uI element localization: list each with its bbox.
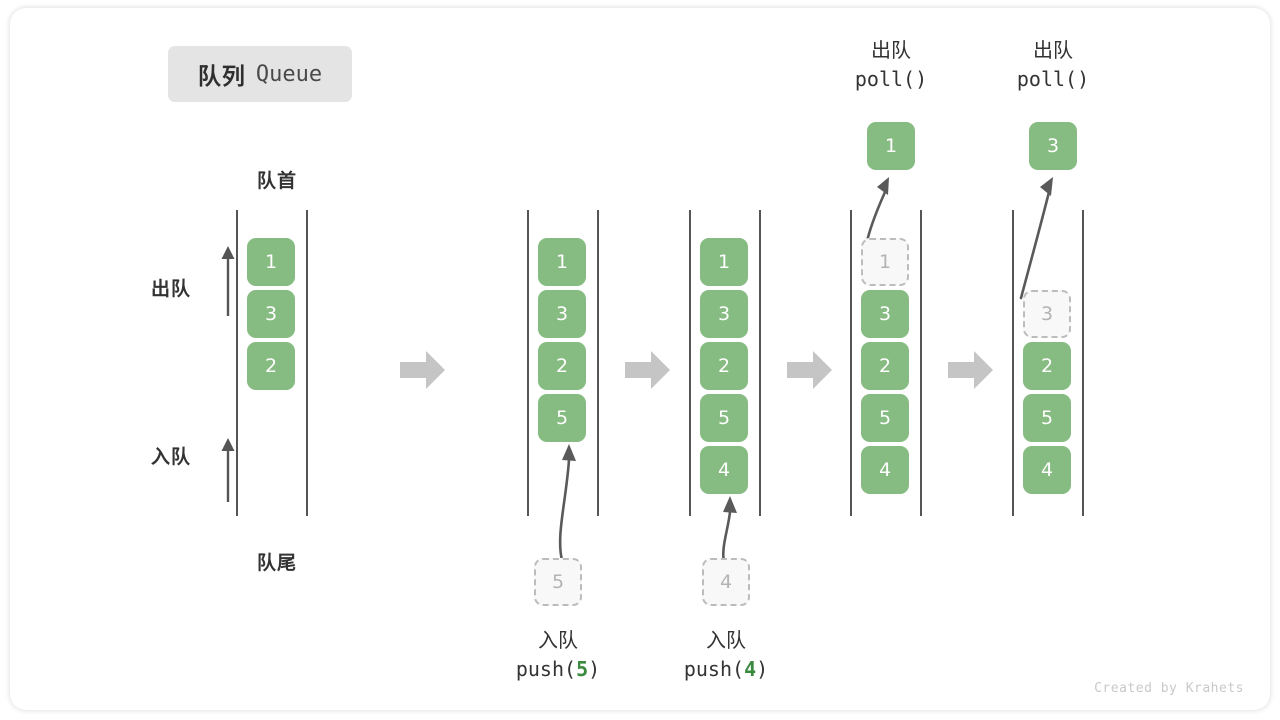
push-arrow-icon xyxy=(708,492,748,564)
rail-left xyxy=(236,210,238,516)
rail-left xyxy=(850,210,852,516)
queue-cell: 2 xyxy=(538,342,586,390)
queue-cell: 4 xyxy=(1023,446,1071,494)
queue-column-initial: 1 3 2 xyxy=(236,210,316,516)
step-arrow-icon xyxy=(787,349,833,391)
queue-cell: 2 xyxy=(1023,342,1071,390)
step-arrow-icon xyxy=(400,349,446,391)
poll-ghost-cell: 1 xyxy=(861,238,909,286)
poll-arrow-icon xyxy=(1013,172,1065,300)
step-arrow-icon xyxy=(625,349,671,391)
front-label: 队首 xyxy=(256,170,297,192)
queue-cell: 1 xyxy=(538,238,586,286)
queue-cell: 4 xyxy=(861,446,909,494)
enqueue-direction-label: 入队 xyxy=(151,446,192,468)
queue-column-after-push-4: 1 3 2 5 4 xyxy=(689,210,769,516)
credit-text: Created by Krahets xyxy=(1094,681,1244,696)
rail-right xyxy=(306,210,308,516)
diagram-canvas: 队列 Queue 队首 队尾 出队 入队 1 3 2 1 3 xyxy=(10,8,1270,710)
queue-column-after-poll-1: 1 3 2 5 4 xyxy=(850,210,930,516)
rail-left xyxy=(1012,210,1014,516)
queue-cell: 5 xyxy=(538,394,586,442)
queue-cell: 4 xyxy=(700,446,748,494)
push-ghost-cell: 4 xyxy=(702,558,750,606)
queue-cell: 1 xyxy=(700,238,748,286)
title-en: Queue xyxy=(255,61,323,87)
poll-output-cell: 3 xyxy=(1029,122,1077,170)
enqueue-direction-arrow-icon xyxy=(219,436,237,502)
dequeue-direction-arrow-icon xyxy=(219,244,237,316)
poll-caption-cn: 出队 xyxy=(1033,38,1073,62)
push-caption-code: push(5) xyxy=(515,657,601,681)
queue-column-after-push-5: 1 3 2 5 xyxy=(527,210,607,516)
queue-cell: 3 xyxy=(861,290,909,338)
push-arrow-icon xyxy=(540,440,586,562)
queue-cell: 1 xyxy=(247,238,295,286)
queue-cell: 2 xyxy=(700,342,748,390)
push-caption-cn: 入队 xyxy=(538,628,578,652)
rail-left xyxy=(689,210,691,516)
poll-caption-code: poll() xyxy=(854,67,928,91)
queue-cell: 3 xyxy=(247,290,295,338)
rail-right xyxy=(920,210,922,516)
push-caption-code: push(4) xyxy=(683,657,769,681)
push-caption-4: 入队 push(4) xyxy=(646,626,806,684)
rail-right xyxy=(1082,210,1084,516)
queue-cell: 5 xyxy=(1023,394,1071,442)
rail-left xyxy=(527,210,529,516)
rear-label: 队尾 xyxy=(256,552,297,574)
queue-column-after-poll-3: 3 2 5 4 xyxy=(1012,210,1092,516)
poll-caption-3: 出队 poll() xyxy=(973,36,1133,94)
poll-output-cell: 1 xyxy=(867,122,915,170)
push-ghost-cell: 5 xyxy=(534,558,582,606)
queue-cell: 2 xyxy=(247,342,295,390)
poll-caption-cn: 出队 xyxy=(871,38,911,62)
poll-caption-code: poll() xyxy=(1016,67,1090,91)
queue-cell: 5 xyxy=(861,394,909,442)
push-caption-cn: 入队 xyxy=(706,628,746,652)
poll-ghost-cell: 3 xyxy=(1023,290,1071,338)
rail-right xyxy=(597,210,599,516)
queue-cell: 5 xyxy=(700,394,748,442)
queue-cell: 2 xyxy=(861,342,909,390)
queue-cell: 3 xyxy=(700,290,748,338)
title-cn: 队列 xyxy=(197,64,246,90)
push-caption-5: 入队 push(5) xyxy=(478,626,638,684)
rail-right xyxy=(759,210,761,516)
poll-caption-1: 出队 poll() xyxy=(811,36,971,94)
title-badge: 队列 Queue xyxy=(168,46,352,102)
queue-cell: 3 xyxy=(538,290,586,338)
dequeue-direction-label: 出队 xyxy=(151,278,192,300)
step-arrow-icon xyxy=(948,349,994,391)
